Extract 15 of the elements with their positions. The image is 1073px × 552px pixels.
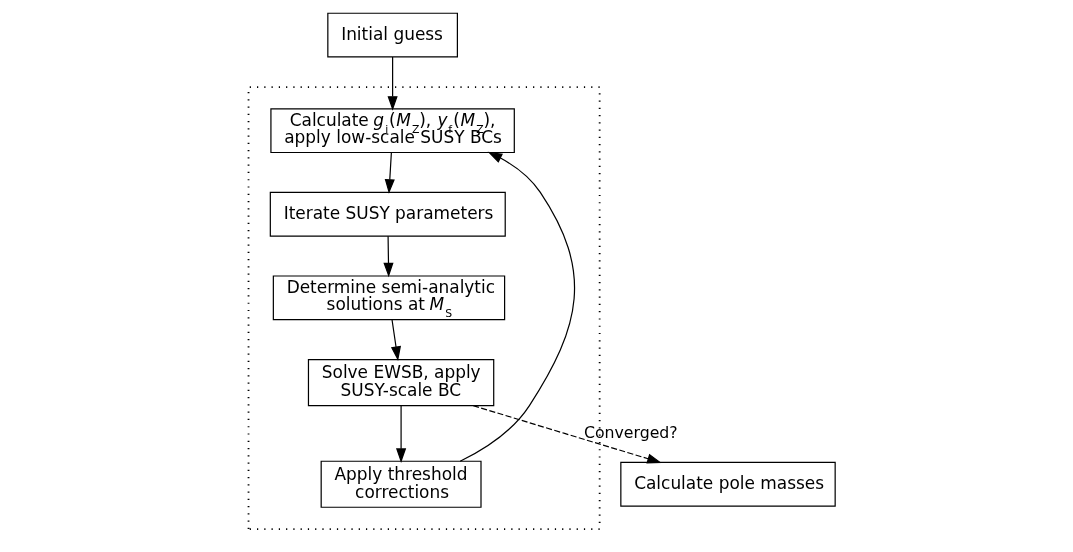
arrow <box>395 405 406 463</box>
node-box: Calculate pole masses <box>619 461 836 507</box>
arrow <box>382 235 394 278</box>
arrow <box>387 56 398 111</box>
edge-label: Converged? <box>583 422 678 442</box>
arrow <box>390 319 401 361</box>
arrow <box>384 152 395 194</box>
arrow <box>472 405 662 464</box>
node-box: Solve EWSB, apply SUSY-scale BC <box>307 358 494 407</box>
node-box: Calculate g$_{i}$(M$_{Z}$), y$_{f}$(M$_{Z}$), apply low-scale SUSY BCs <box>269 108 515 154</box>
node-box: Determine semi-analytic solutions at M$_{S}$ <box>272 275 505 321</box>
node-box: Initial guess <box>326 12 458 58</box>
arrow <box>459 151 575 462</box>
node-box: Apply threshold corrections <box>320 460 482 508</box>
node-box: Iterate SUSY parameters <box>269 191 506 237</box>
